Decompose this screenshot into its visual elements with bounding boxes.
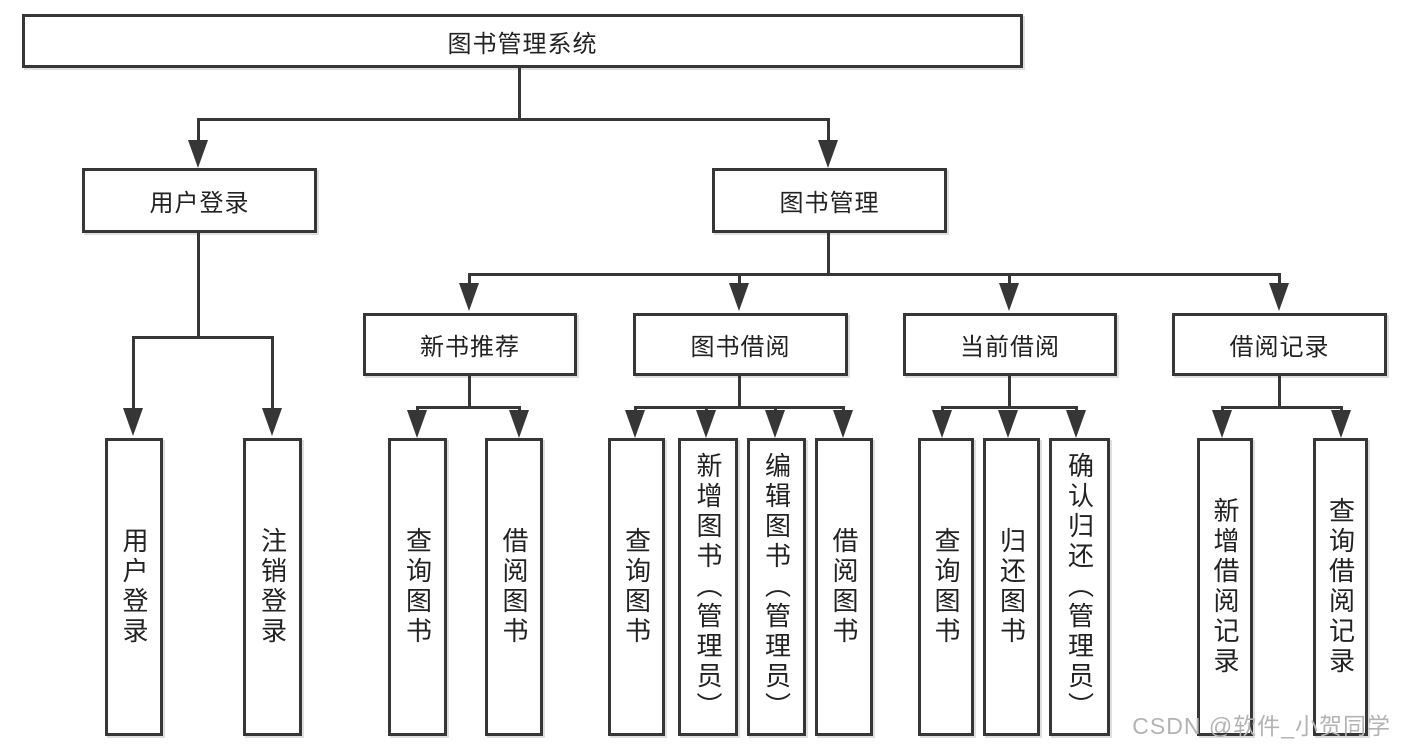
arrow-to-current bbox=[999, 283, 1019, 311]
node-current-query: 查询图书 bbox=[918, 438, 974, 736]
connector-borrow-drop bbox=[738, 273, 741, 285]
arrow-to-login-c0 bbox=[123, 408, 143, 436]
arrow-to-borrow-c0 bbox=[625, 410, 645, 438]
arrow-to-current-c0 bbox=[932, 410, 952, 438]
connector-login-split bbox=[132, 336, 274, 339]
arrow-to-borrow-c2 bbox=[765, 410, 785, 438]
arrow-to-records bbox=[1269, 283, 1289, 311]
connector-current-feed bbox=[1008, 376, 1011, 408]
connector-borrow-feed bbox=[738, 376, 741, 408]
connector-records-feed bbox=[1278, 376, 1281, 408]
connector-recommend-split bbox=[416, 406, 521, 409]
connector-mgmt-drop bbox=[827, 118, 830, 142]
arrow-to-current-c2 bbox=[1066, 410, 1086, 438]
node-records: 借阅记录 bbox=[1172, 313, 1387, 376]
node-borrow-add-admin: 新增图书（管理员） bbox=[678, 438, 738, 736]
arrow-to-borrow bbox=[729, 283, 749, 311]
connector-borrow-split bbox=[634, 406, 845, 409]
node-borrow-query: 查询图书 bbox=[608, 438, 665, 736]
arrow-to-records-c1 bbox=[1331, 410, 1351, 438]
node-borrow-edit-admin: 编辑图书（管理员） bbox=[747, 438, 806, 736]
node-recommend: 新书推荐 bbox=[363, 313, 577, 376]
csdn-watermark: CSDN @软件_小贺同学 bbox=[1132, 713, 1391, 739]
node-current-return: 归还图书 bbox=[983, 438, 1040, 736]
connector-root-feed bbox=[518, 68, 521, 119]
arrow-to-recommend-c0 bbox=[407, 410, 427, 438]
arrow-to-records-c0 bbox=[1212, 410, 1232, 438]
node-recommend-query: 查询图书 bbox=[388, 438, 447, 736]
arrow-to-login-c1 bbox=[262, 408, 282, 436]
connector-login-c0-shaft bbox=[132, 336, 135, 408]
connector-login-drop bbox=[197, 118, 200, 142]
node-root: 图书管理系统 bbox=[22, 14, 1023, 68]
node-current-confirm-admin: 确认归还（管理员） bbox=[1049, 438, 1110, 736]
arrow-to-recommend bbox=[459, 283, 479, 311]
arrow-to-login bbox=[188, 140, 208, 168]
connector-login-c1-shaft bbox=[271, 336, 274, 408]
connector-recommend-feed bbox=[468, 376, 471, 408]
arrow-to-mgmt bbox=[818, 140, 838, 168]
arrow-to-recommend-c1 bbox=[509, 410, 529, 438]
node-user-login: 用户登录 bbox=[82, 168, 317, 233]
connector-login-feed bbox=[197, 233, 200, 338]
arrow-to-borrow-c3 bbox=[833, 410, 853, 438]
node-book-mgmt: 图书管理 bbox=[712, 168, 947, 233]
node-recommend-borrow: 借阅图书 bbox=[485, 438, 543, 736]
connector-records-drop bbox=[1278, 273, 1281, 285]
connector-current-drop bbox=[1008, 273, 1011, 285]
connector-current-split bbox=[941, 406, 1078, 409]
connector-records-split bbox=[1221, 406, 1343, 409]
node-user-login-leaf: 用户登录 bbox=[105, 438, 163, 736]
connector-l2-split bbox=[468, 273, 1281, 276]
connector-recommend-drop bbox=[468, 273, 471, 285]
node-borrow: 图书借阅 bbox=[633, 313, 848, 376]
arrow-to-current-c1 bbox=[998, 410, 1018, 438]
connector-mgmt-feed bbox=[827, 233, 830, 275]
node-records-add: 新增借阅记录 bbox=[1197, 438, 1253, 736]
node-records-query: 查询借阅记录 bbox=[1313, 438, 1368, 736]
node-logout-leaf: 注销登录 bbox=[243, 438, 302, 736]
arrow-to-borrow-c1 bbox=[696, 410, 716, 438]
connector-l1-split bbox=[197, 118, 830, 121]
node-current: 当前借阅 bbox=[903, 313, 1117, 376]
node-borrow-borrow: 借阅图书 bbox=[815, 438, 873, 736]
